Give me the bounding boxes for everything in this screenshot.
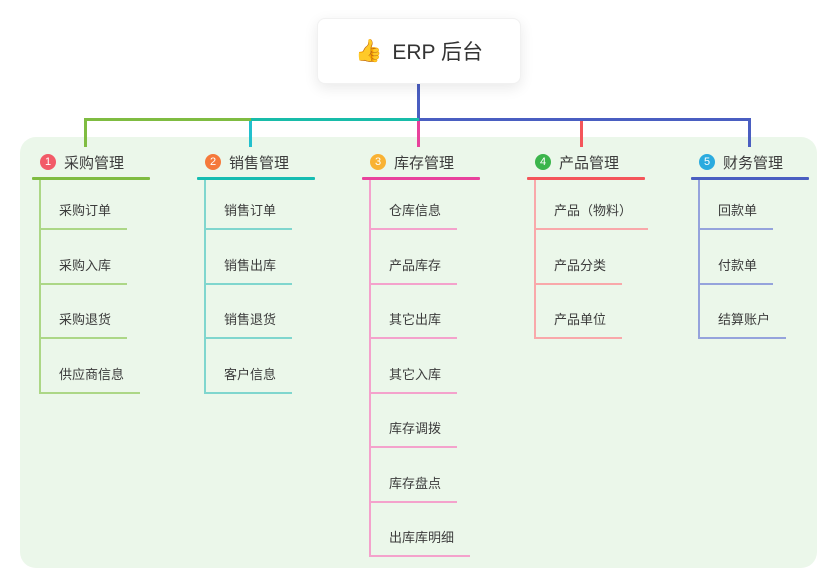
child-label: 产品分类 bbox=[536, 255, 623, 285]
mindmap-child-node[interactable]: 采购订单 bbox=[41, 180, 140, 230]
child-label: 销售订单 bbox=[206, 200, 293, 230]
mindmap-child-node[interactable]: 采购退货 bbox=[41, 285, 140, 339]
child-label: 采购入库 bbox=[41, 255, 128, 285]
mindmap-child-node[interactable]: 出库库明细 bbox=[371, 503, 471, 557]
branch-topic[interactable]: 5 财务管理 bbox=[691, 147, 839, 177]
mindmap-child-node[interactable]: 结算账户 bbox=[700, 285, 787, 339]
child-label: 库存调拨 bbox=[371, 418, 458, 448]
branch-inventory: 3 库存管理 仓库信息 产品库存 其它出库 其它入库 库存调拨 库存盘点 出库库… bbox=[362, 147, 512, 557]
horizontal-connector-green bbox=[84, 118, 251, 121]
mindmap-child-node[interactable]: 产品单位 bbox=[536, 285, 648, 339]
child-label: 产品单位 bbox=[536, 309, 623, 339]
mindmap-child-node[interactable]: 销售订单 bbox=[206, 180, 293, 230]
branch-children: 采购订单 采购入库 采购退货 供应商信息 bbox=[39, 180, 141, 394]
child-label: 其它入库 bbox=[371, 364, 458, 394]
child-label: 产品库存 bbox=[371, 255, 458, 285]
root-topic-label: ERP 后台 bbox=[392, 41, 484, 64]
horizontal-connector-indigo bbox=[419, 118, 751, 121]
child-label: 销售出库 bbox=[206, 255, 293, 285]
branch-topic[interactable]: 2 销售管理 bbox=[197, 147, 347, 177]
branch-underline bbox=[691, 177, 809, 180]
branch2-drop-line bbox=[249, 121, 252, 147]
branch-purchase: 1 采购管理 采购订单 采购入库 采购退货 供应商信息 bbox=[32, 147, 182, 394]
branch-topic-label: 销售管理 bbox=[229, 154, 290, 172]
child-label: 库存盘点 bbox=[371, 473, 458, 503]
mindmap-child-node[interactable]: 其它出库 bbox=[371, 285, 470, 339]
priority-badge: 1 bbox=[40, 154, 56, 170]
branch-underline bbox=[32, 177, 150, 180]
branch-topic[interactable]: 4 产品管理 bbox=[527, 147, 677, 177]
child-label: 采购退货 bbox=[41, 309, 128, 339]
branch-children: 产品（物料） 产品分类 产品单位 bbox=[534, 180, 649, 339]
branch-underline bbox=[527, 177, 645, 180]
child-label: 仓库信息 bbox=[371, 200, 458, 230]
branch-underline bbox=[197, 177, 315, 180]
branch-product: 4 产品管理 产品（物料） 产品分类 产品单位 bbox=[527, 147, 677, 339]
mindmap-child-node[interactable]: 供应商信息 bbox=[41, 339, 141, 394]
branch-topic-label: 财务管理 bbox=[723, 154, 784, 172]
mindmap-child-node[interactable]: 产品（物料） bbox=[536, 180, 649, 230]
thumbs-up-icon: 👍 bbox=[354, 38, 383, 63]
priority-badge: 3 bbox=[370, 154, 386, 170]
priority-badge: 2 bbox=[205, 154, 221, 170]
child-label: 客户信息 bbox=[206, 364, 293, 394]
branch-sales: 2 销售管理 销售订单 销售出库 销售退货 客户信息 bbox=[197, 147, 347, 394]
root-connector-line bbox=[417, 84, 420, 119]
mindmap-child-node[interactable]: 回款单 bbox=[700, 180, 786, 230]
mindmap-child-node[interactable]: 付款单 bbox=[700, 230, 786, 285]
branch-finance: 5 财务管理 回款单 付款单 结算账户 bbox=[691, 147, 839, 339]
mindmap-child-node[interactable]: 销售出库 bbox=[206, 230, 293, 285]
mindmap-child-node[interactable]: 销售退货 bbox=[206, 285, 293, 339]
child-label: 结算账户 bbox=[700, 309, 787, 339]
branch-topic-label: 采购管理 bbox=[64, 154, 125, 172]
horizontal-connector-teal bbox=[251, 118, 419, 121]
child-label: 供应商信息 bbox=[41, 364, 141, 394]
branch1-drop-line bbox=[84, 118, 87, 147]
branches-background-panel bbox=[20, 137, 817, 568]
mindmap-child-node[interactable]: 客户信息 bbox=[206, 339, 293, 394]
priority-badge: 5 bbox=[699, 154, 715, 170]
branch5-drop-line bbox=[748, 118, 751, 147]
branch-underline bbox=[362, 177, 480, 180]
mindmap-child-node[interactable]: 库存调拨 bbox=[371, 394, 470, 448]
child-label: 采购订单 bbox=[41, 200, 128, 230]
child-label: 其它出库 bbox=[371, 309, 458, 339]
mindmap-child-node[interactable]: 库存盘点 bbox=[371, 448, 470, 503]
branch-children: 仓库信息 产品库存 其它出库 其它入库 库存调拨 库存盘点 出库库明细 bbox=[369, 180, 471, 557]
child-label: 付款单 bbox=[700, 255, 774, 285]
branch-topic[interactable]: 1 采购管理 bbox=[32, 147, 182, 177]
root-topic[interactable]: 👍 ERP 后台 bbox=[317, 18, 521, 84]
child-label: 产品（物料） bbox=[536, 200, 649, 230]
branch-topic-label: 库存管理 bbox=[394, 154, 455, 172]
branch-topic[interactable]: 3 库存管理 bbox=[362, 147, 512, 177]
mindmap-child-node[interactable]: 采购入库 bbox=[41, 230, 140, 285]
branch3-drop-line bbox=[417, 121, 420, 147]
branch-topic-label: 产品管理 bbox=[559, 154, 620, 172]
priority-badge: 4 bbox=[535, 154, 551, 170]
child-label: 回款单 bbox=[700, 200, 774, 230]
mindmap-child-node[interactable]: 产品库存 bbox=[371, 230, 470, 285]
mindmap-child-node[interactable]: 其它入库 bbox=[371, 339, 470, 394]
branch4-drop-line bbox=[580, 121, 583, 147]
child-label: 销售退货 bbox=[206, 309, 293, 339]
mindmap-child-node[interactable]: 仓库信息 bbox=[371, 180, 470, 230]
mindmap-child-node[interactable]: 产品分类 bbox=[536, 230, 648, 285]
branch-children: 销售订单 销售出库 销售退货 客户信息 bbox=[204, 180, 293, 394]
branch-children: 回款单 付款单 结算账户 bbox=[698, 180, 787, 339]
child-label: 出库库明细 bbox=[371, 527, 471, 557]
